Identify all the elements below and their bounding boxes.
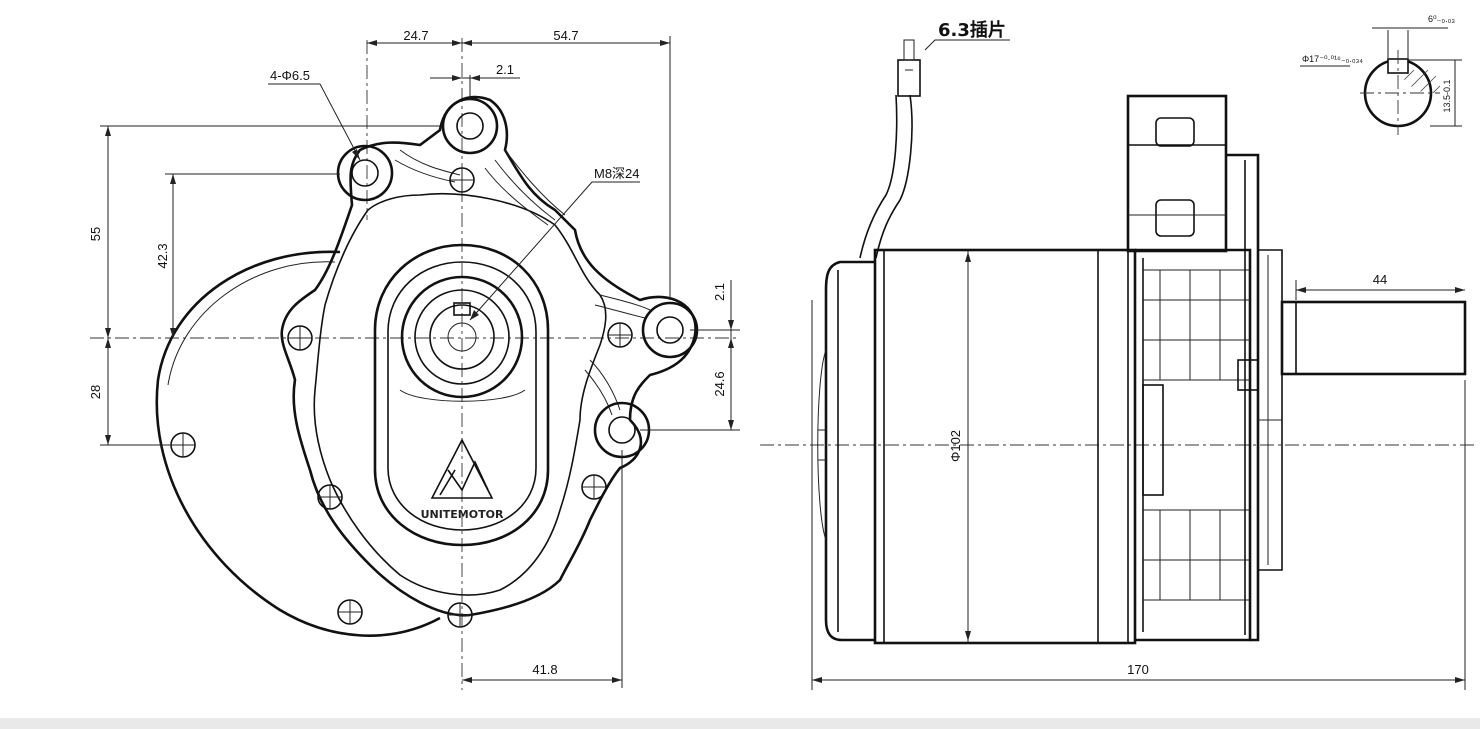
screw [337, 599, 363, 625]
screw [581, 474, 607, 500]
mount-boss-top [441, 97, 499, 155]
dim-key-depth: 13.5-0.1 [1442, 79, 1452, 112]
motor-housing-outline [155, 250, 441, 637]
dim-41-8: 41.8 [532, 662, 557, 677]
motor-body [873, 248, 1137, 645]
gearbox-outline [280, 95, 697, 617]
shaft-side [1280, 300, 1467, 376]
dim-phi-102: Φ102 [948, 430, 963, 462]
dim-55: 55 [88, 227, 103, 241]
dim-thread: M8深24 [594, 166, 640, 181]
shaft-section-detail: 6⁰₋₀.₀₃ Φ17⁻⁰·⁰¹⁶₋₀.₀₃₄ 13.5-0.1 [1300, 14, 1462, 135]
screw [447, 602, 473, 628]
dim-holes: 4-Φ6.5 [270, 68, 310, 83]
connector-label: 6.3插片 [938, 19, 1006, 41]
dim-42-3: 42.3 [155, 243, 170, 268]
front-view: UNITEMOTOR 24.7 54.7 2.1 4-Φ6.5 M8深24 55 [88, 28, 740, 690]
screw [449, 167, 475, 193]
dim-44: 44 [1373, 272, 1387, 287]
mount-boss-right [641, 301, 699, 359]
output-shaft [400, 275, 524, 399]
dim-24-6: 24.6 [712, 371, 727, 396]
mount-boss-left [336, 144, 394, 202]
screw [170, 432, 196, 458]
dim-170: 170 [1127, 662, 1149, 677]
dim-24-7: 24.7 [403, 28, 428, 43]
terminal-block [1126, 94, 1228, 253]
brand-logo: UNITEMOTOR [421, 438, 504, 521]
gear-cover [373, 243, 550, 547]
dim-key-width: 6⁰₋₀.₀₃ [1428, 14, 1455, 24]
screw [607, 322, 633, 348]
dim-54-7: 54.7 [553, 28, 578, 43]
dim-2-1-top: 2.1 [496, 62, 514, 77]
screw [287, 325, 313, 351]
logo-text: UNITEMOTOR [421, 508, 504, 521]
dim-shaft-diameter: Φ17⁻⁰·⁰¹⁶₋₀.₀₃₄ [1302, 54, 1363, 64]
screw [317, 484, 343, 510]
dim-28: 28 [88, 385, 103, 399]
bottom-frame [0, 718, 1480, 729]
dim-2-1-right: 2.1 [712, 283, 727, 301]
motor-end-cap [824, 260, 875, 642]
lead-wire [875, 94, 913, 259]
side-view: 6.3插片 Φ102 170 44 [760, 14, 1475, 690]
